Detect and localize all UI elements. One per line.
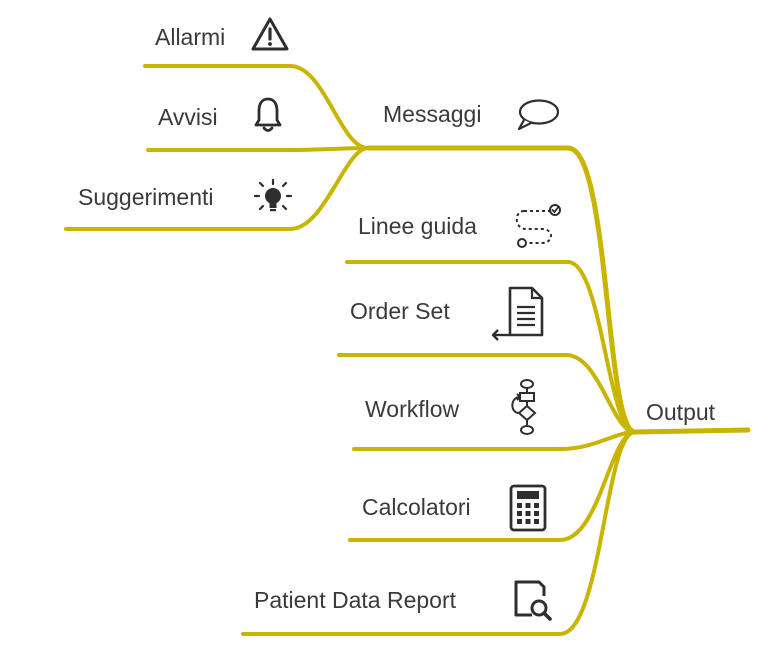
branch-order-set — [337, 353, 637, 434]
node-linee-guida: Linee guida — [358, 213, 477, 239]
bell-icon — [253, 95, 283, 135]
branch-workflow — [352, 430, 637, 451]
branch-linee-guida — [345, 260, 637, 434]
node-suggerimenti: Suggerimenti — [78, 184, 214, 210]
node-patient-data-report: Patient Data Report — [254, 587, 457, 613]
flowchart-icon — [505, 378, 545, 440]
branch-messaggi — [365, 145, 638, 435]
warning-triangle-icon — [250, 16, 290, 52]
branch-suggerimenti — [64, 146, 370, 231]
node-messaggi: Messaggi — [383, 101, 482, 127]
node-allarmi: Allarmi — [155, 24, 226, 50]
branch-patient-data-report — [241, 430, 637, 636]
node-avvisi: Avvisi — [158, 104, 218, 130]
branch-avvisi — [146, 146, 370, 152]
path-check-icon — [512, 201, 562, 251]
node-workflow: Workflow — [365, 396, 460, 422]
node-order-set: Order Set — [350, 298, 450, 324]
calculator-icon — [509, 484, 547, 532]
lightbulb-icon — [252, 178, 294, 220]
document-return-icon — [488, 285, 548, 341]
node-output: Output — [646, 399, 716, 425]
speech-bubble-icon — [515, 97, 561, 133]
node-calcolatori: Calcolatori — [362, 494, 471, 520]
report-search-icon — [512, 578, 556, 624]
branch-allarmi — [143, 64, 370, 150]
branch-output — [632, 427, 751, 435]
